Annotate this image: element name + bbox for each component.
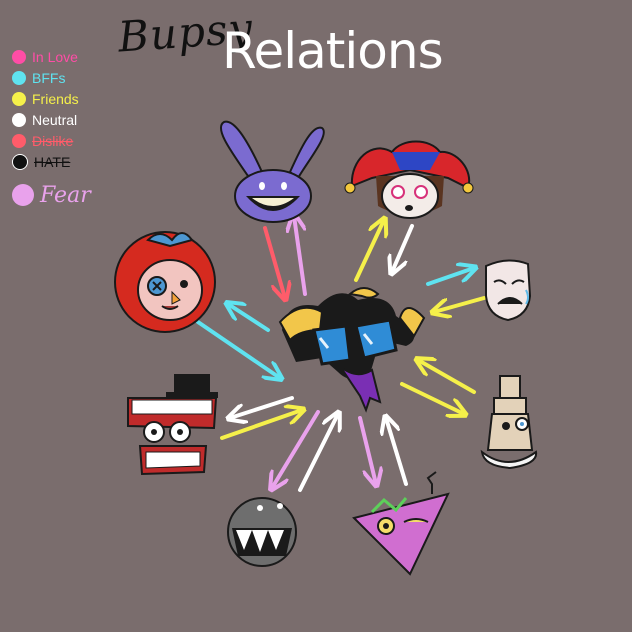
arrow-bupsy-to-triangle [358,416,376,484]
hate-dot-icon [12,153,28,170]
arrow-bupsy-to-bunny [294,216,307,296]
legend-friends: Friends [12,88,91,109]
bffs-dot-icon [12,70,26,85]
legend-bffs: BFFs [12,67,91,88]
arrow-triangle-to-bupsy [386,418,408,486]
ragdoll-character-icon [114,231,216,333]
legend-in-love: In Love [12,46,91,67]
in-love-dot-icon [12,49,26,64]
legend-neutral: Neutral [12,109,91,130]
arrow-ball-to-bupsy [298,414,338,492]
bupsy-character-icon [278,287,426,413]
arrow-jester-to-bupsy [392,224,414,272]
dislike-dot-icon [12,133,26,148]
arrow-bupsy-to-ball [272,410,320,488]
arrow-teeth-to-bupsy [220,410,302,440]
arrow-pawn-to-bupsy [418,360,476,394]
teeth-character-icon [127,374,218,476]
pawn-character-icon [480,375,538,470]
arrow-ragdoll-to-bupsy [196,320,280,378]
page-title: Relations [222,22,444,80]
legend-hate: HATE [12,151,91,172]
arrow-bupsy-to-ragdoll [228,304,270,332]
arrow-bupsy-to-mask [426,268,474,286]
mask-character-icon [485,259,532,322]
arrow-bunny-to-bupsy [263,226,285,298]
triangle-character-icon [352,471,450,576]
jester-character-icon [344,140,474,219]
legend: In Love BFFs Friends Neutral Dislike HAT… [12,46,91,210]
fear-dot-icon [12,184,34,206]
arrow-bupsy-to-teeth [230,396,294,418]
bunny-character-icon [219,120,325,223]
arrow-bupsy-to-pawn [400,382,464,414]
legend-dislike: Dislike [12,130,91,151]
arrow-bupsy-to-jester [354,220,384,282]
neutral-dot-icon [12,112,26,127]
friends-dot-icon [12,91,26,106]
legend-fear: Fear [12,180,91,210]
arrow-mask-to-bupsy [434,296,486,312]
ball-character-icon [227,497,297,567]
